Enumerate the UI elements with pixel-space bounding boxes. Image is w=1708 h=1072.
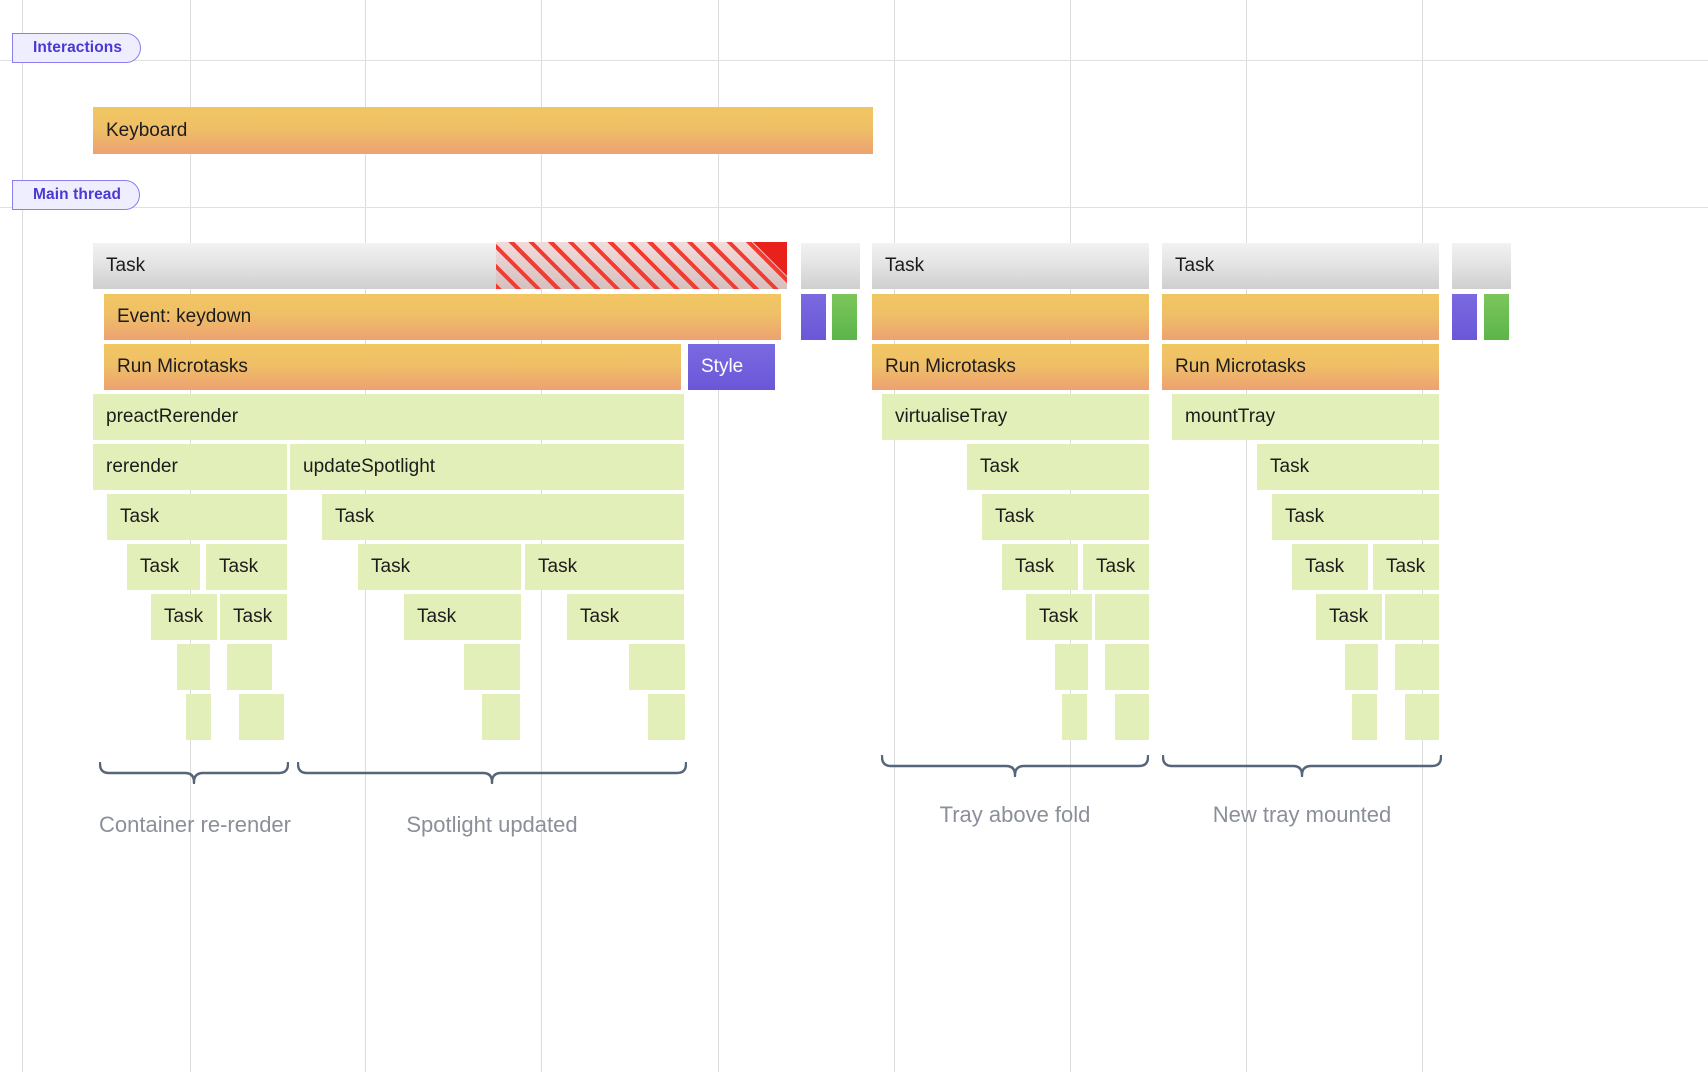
flame-r6-task[interactable]: Task bbox=[1083, 544, 1149, 590]
flame-r7-task[interactable]: Task bbox=[220, 594, 287, 640]
flame-r1-block-4[interactable] bbox=[1162, 294, 1439, 340]
flame-r5-task[interactable]: Task bbox=[1272, 494, 1439, 540]
flame-r9-block-7[interactable] bbox=[1405, 694, 1439, 740]
flame-r6-task[interactable]: Task bbox=[127, 544, 200, 590]
flame-r5-task[interactable]: Task bbox=[107, 494, 287, 540]
bracket-spotlight-updated bbox=[297, 762, 687, 784]
flame-r3-virtualisetray[interactable]: virtualiseTray bbox=[882, 394, 1149, 440]
gridline-4 bbox=[718, 0, 719, 1072]
flame-r9-block-3[interactable] bbox=[648, 694, 685, 740]
flame-r2-run-microtasks[interactable]: Run Microtasks bbox=[1162, 344, 1439, 390]
flame-r8-block-4[interactable] bbox=[1055, 644, 1088, 690]
flame-r6-task[interactable]: Task bbox=[525, 544, 684, 590]
flame-r4-task[interactable]: Task bbox=[1257, 444, 1439, 490]
flame-r6-task[interactable]: Task bbox=[206, 544, 287, 590]
flame-r3-mounttray[interactable]: mountTray bbox=[1172, 394, 1439, 440]
gridline-7 bbox=[1246, 0, 1247, 1072]
flame-r7-task[interactable]: Task bbox=[1316, 594, 1382, 640]
flame-r9-block-5[interactable] bbox=[1115, 694, 1149, 740]
track-pill-interactions[interactable]: Interactions bbox=[12, 33, 142, 63]
flame-r4-rerender[interactable]: rerender bbox=[93, 444, 287, 490]
flame-r8-block-0[interactable] bbox=[177, 644, 210, 690]
flame-r7-task[interactable]: Task bbox=[151, 594, 217, 640]
flame-r6-task[interactable]: Task bbox=[1292, 544, 1368, 590]
long-task-warning-overlay[interactable] bbox=[496, 242, 787, 289]
track-pill-main-thread[interactable]: Main thread bbox=[12, 180, 141, 210]
flame-r1-block-2[interactable] bbox=[832, 294, 857, 340]
bracket-label-container-re-render: Container re-render bbox=[99, 812, 291, 837]
flame-r2-run-microtasks[interactable]: Run Microtasks bbox=[872, 344, 1149, 390]
interaction-entry-keyboard[interactable]: Keyboard bbox=[93, 107, 873, 154]
flame-r0-block-4[interactable] bbox=[1452, 243, 1511, 289]
bracket-label-new-tray-mounted: New tray mounted bbox=[1212, 802, 1392, 827]
flame-r7-task[interactable]: Task bbox=[404, 594, 521, 640]
flame-r8-block-7[interactable] bbox=[1395, 644, 1439, 690]
flame-r6-task[interactable]: Task bbox=[358, 544, 521, 590]
flame-r6-task[interactable]: Task bbox=[1373, 544, 1439, 590]
flame-r3-preactrerender[interactable]: preactRerender bbox=[93, 394, 684, 440]
gridline-0 bbox=[22, 0, 23, 1072]
flame-r9-block-6[interactable] bbox=[1352, 694, 1377, 740]
flame-r5-task[interactable]: Task bbox=[982, 494, 1149, 540]
flame-r9-block-2[interactable] bbox=[482, 694, 520, 740]
flame-r7-block-7[interactable] bbox=[1385, 594, 1439, 640]
flame-r9-block-1[interactable] bbox=[239, 694, 284, 740]
flame-r1-block-5[interactable] bbox=[1452, 294, 1477, 340]
flame-r0-task[interactable]: Task bbox=[872, 243, 1149, 289]
flame-r1-block-1[interactable] bbox=[801, 294, 826, 340]
flame-r5-task[interactable]: Task bbox=[322, 494, 684, 540]
track-separator-0 bbox=[0, 60, 1708, 61]
flame-r7-task[interactable]: Task bbox=[567, 594, 684, 640]
flame-r7-block-5[interactable] bbox=[1095, 594, 1149, 640]
bracket-container-re-render bbox=[99, 762, 289, 784]
flame-r2-style[interactable]: Style bbox=[688, 344, 775, 390]
flame-r1-block-6[interactable] bbox=[1484, 294, 1509, 340]
track-separator-1 bbox=[0, 207, 1708, 208]
bracket-label-tray-above-fold: Tray above fold bbox=[939, 802, 1091, 827]
flame-r2-run-microtasks[interactable]: Run Microtasks bbox=[104, 344, 681, 390]
flame-r0-task[interactable]: Task bbox=[1162, 243, 1439, 289]
flame-r0-block-1[interactable] bbox=[801, 243, 860, 289]
flame-r9-block-4[interactable] bbox=[1062, 694, 1087, 740]
flame-r4-updatespotlight[interactable]: updateSpotlight bbox=[290, 444, 684, 490]
flame-r1-event-keydown[interactable]: Event: keydown bbox=[104, 294, 781, 340]
bracket-tray-above-fold bbox=[881, 755, 1149, 777]
flame-r8-block-1[interactable] bbox=[227, 644, 272, 690]
bracket-label-spotlight-updated: Spotlight updated bbox=[406, 812, 578, 837]
flame-r1-block-3[interactable] bbox=[872, 294, 1149, 340]
flame-r7-task[interactable]: Task bbox=[1026, 594, 1092, 640]
flame-r8-block-5[interactable] bbox=[1105, 644, 1149, 690]
flame-r9-block-0[interactable] bbox=[186, 694, 211, 740]
flame-r8-block-3[interactable] bbox=[629, 644, 685, 690]
flame-r8-block-2[interactable] bbox=[464, 644, 520, 690]
bracket-new-tray-mounted bbox=[1162, 755, 1442, 777]
flame-r8-block-6[interactable] bbox=[1345, 644, 1378, 690]
flame-r6-task[interactable]: Task bbox=[1002, 544, 1078, 590]
flame-r4-task[interactable]: Task bbox=[967, 444, 1149, 490]
gridline-5 bbox=[894, 0, 895, 1072]
